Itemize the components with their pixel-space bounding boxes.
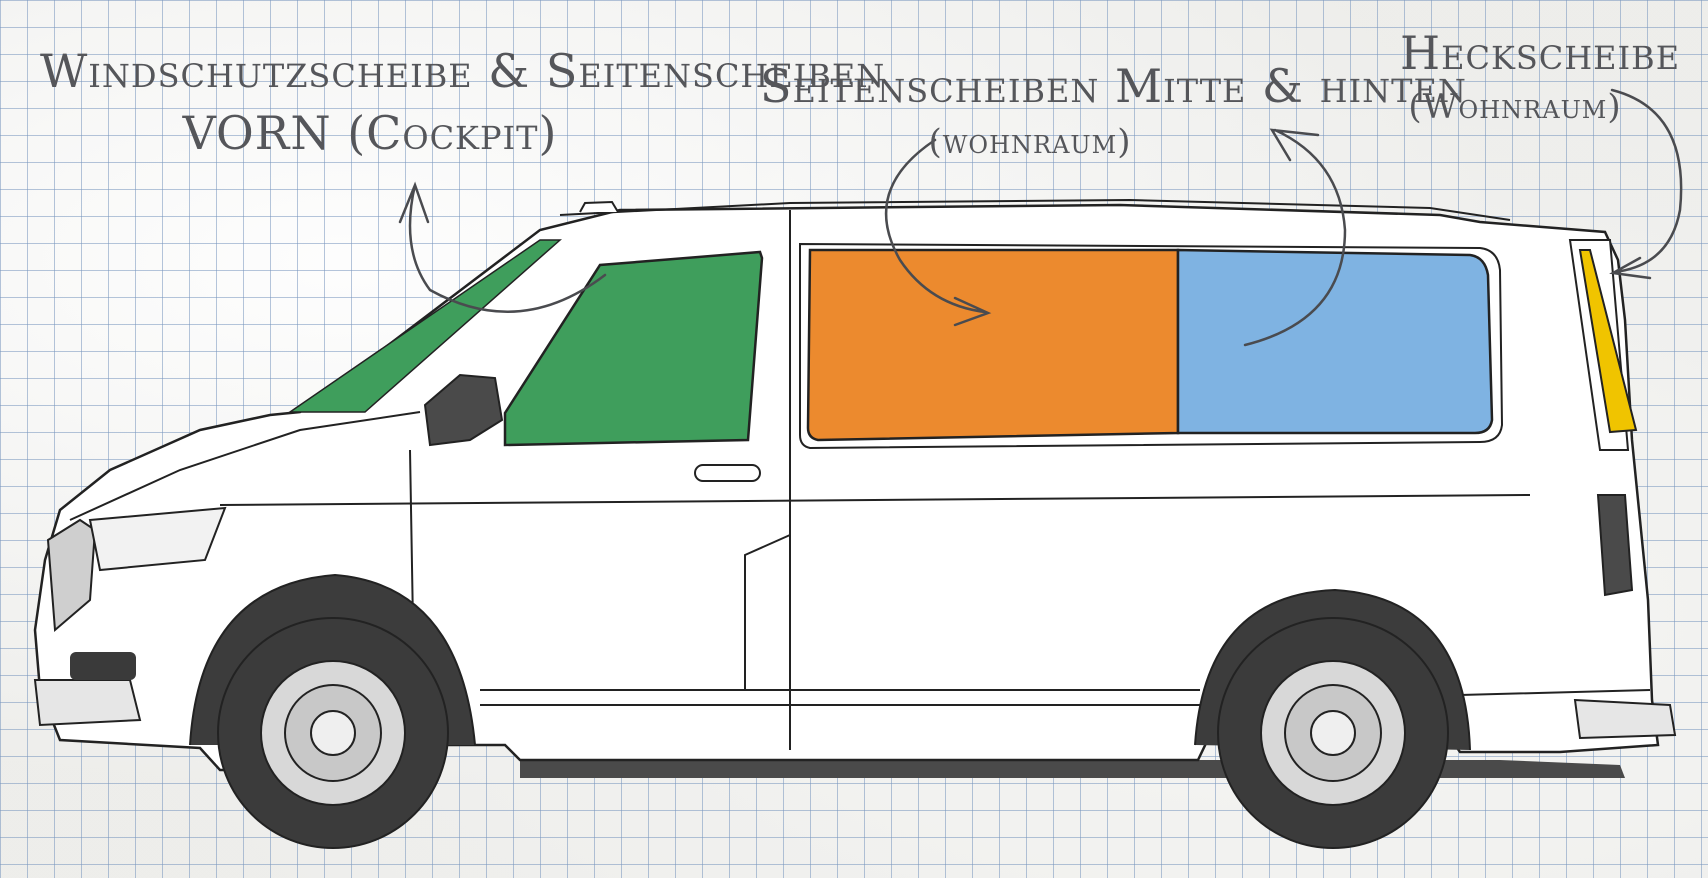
roof-rail (559, 198, 1511, 221)
label-middle-line1: Seitenscheiben Mitte & hinten (760, 59, 1467, 113)
arrow-cockpit (398, 181, 607, 313)
hood-line (69, 411, 421, 521)
front-side-window-highlight (503, 250, 764, 447)
fog-light (70, 652, 136, 680)
side-sill (480, 689, 1651, 706)
rear-wheel (1217, 617, 1449, 849)
sliding-door (744, 533, 791, 691)
front-wheel (217, 617, 449, 849)
headlight (88, 506, 227, 572)
front-bumper (33, 679, 142, 727)
grille (46, 518, 97, 633)
label-rear-line2: (Wohnraum) (1408, 87, 1622, 127)
rear-side-window-highlight (1176, 248, 1494, 435)
middle-side-window-highlight (806, 248, 1180, 442)
arrow-middle-left (884, 138, 992, 327)
door-handle (694, 464, 761, 482)
rear-window-highlight (1578, 249, 1638, 434)
tail-light (1596, 494, 1634, 597)
label-rear-line1: Heckscheibe (1400, 26, 1681, 80)
arrow-rear (1609, 88, 1683, 280)
annotation-arrows (398, 88, 1683, 347)
rear-bumper (1573, 698, 1677, 740)
belt-line (219, 494, 1531, 506)
window-frame (799, 242, 1504, 450)
side-mirror (423, 373, 504, 447)
arrow-middle-right (1243, 128, 1347, 347)
windshield-highlight (287, 239, 562, 413)
ground-shadow (520, 760, 1625, 778)
label-middle-line2: (wohnraum) (928, 122, 1132, 162)
roof-rail-fore (579, 200, 619, 213)
label-front-line2: VORN (Cockpit) (182, 106, 558, 160)
label-front-line1: Windschutzscheibe & Seitenscheiben (40, 44, 886, 98)
